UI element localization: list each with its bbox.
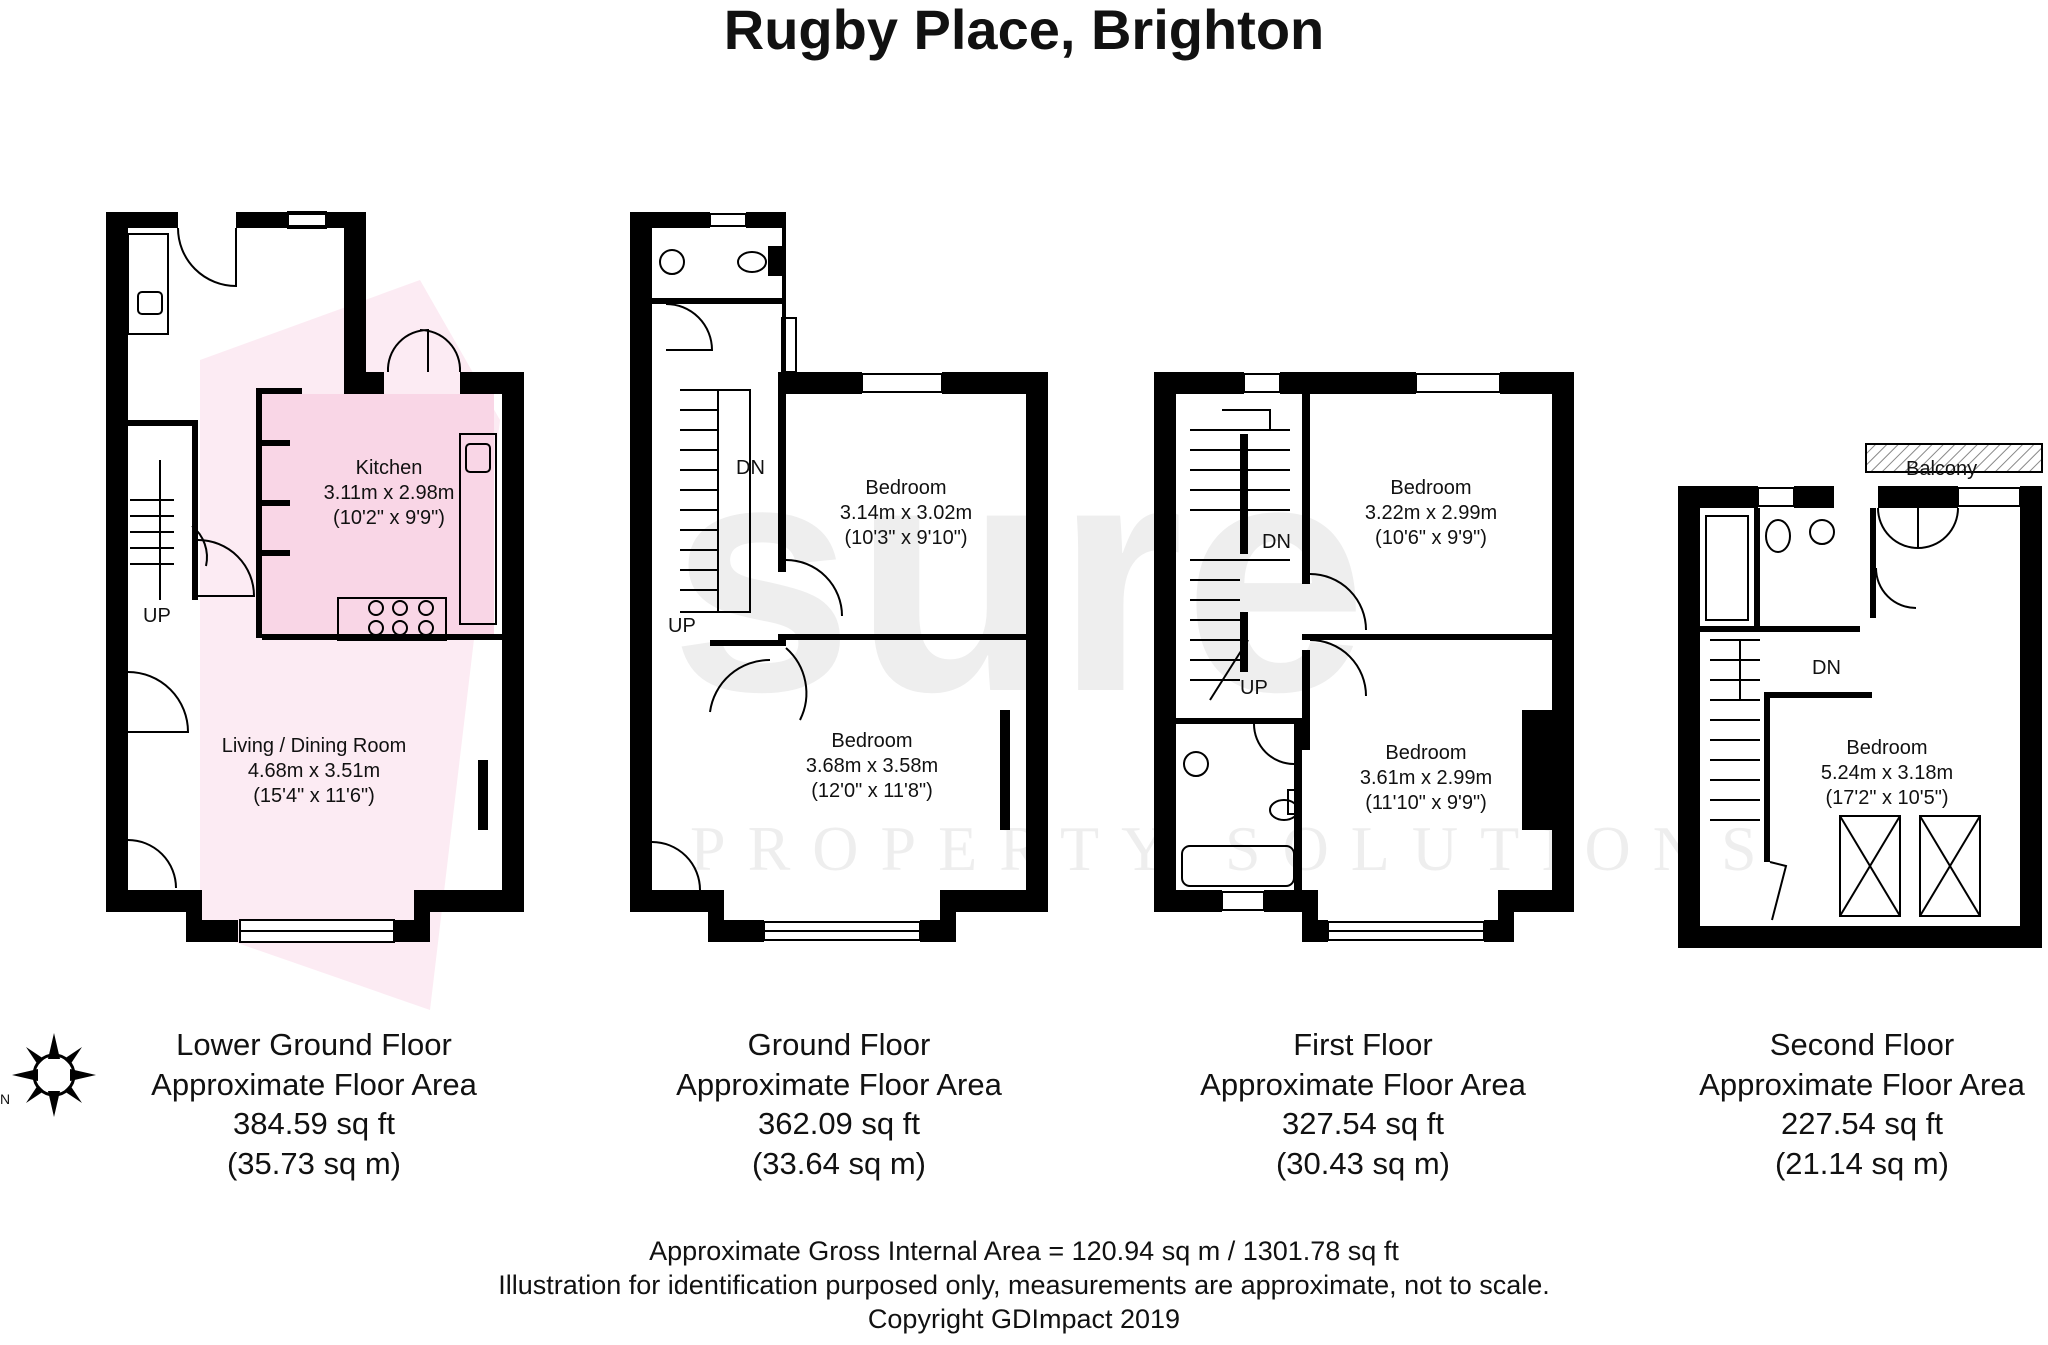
floor-name: First Floor xyxy=(1293,1027,1433,1062)
floor-name: Ground Floor xyxy=(747,1027,931,1062)
floor-area-label: Approximate Floor Area xyxy=(1200,1066,1526,1102)
room-name: Bedroom xyxy=(1390,477,1472,499)
room-imperial: (10'6" x 9'9") xyxy=(1375,527,1487,549)
floor-summary-lower-ground: Lower Ground Floor Approximate Floor Are… xyxy=(114,1025,514,1183)
svg-text:PROPERTY SOLUTIONS: PROPERTY SOLUTIONS xyxy=(690,813,1779,884)
second-floor-fixtures xyxy=(1705,443,2043,921)
floor-name: Second Floor xyxy=(1769,1027,1955,1062)
floor-area-label: Approximate Floor Area xyxy=(1699,1066,2025,1102)
floor-area-sqft: 362.09 sq ft xyxy=(757,1106,920,1141)
floor-area-sqm: (21.14 sq m) xyxy=(1774,1145,1949,1181)
svg-text:sure: sure xyxy=(670,391,1367,760)
second-floor-plan xyxy=(1678,486,2042,948)
room-label-kitchen: Kitchen 3.11m x 2.98m (10'2" x 9'9") xyxy=(324,456,455,531)
floor-area-label: Approximate Floor Area xyxy=(676,1066,1002,1102)
room-metric: 3.14m x 3.02m xyxy=(839,502,973,524)
floor-area-sqft: 327.54 sq ft xyxy=(1281,1106,1444,1141)
stair-label-up: UP xyxy=(668,615,696,637)
room-name: Living / Dining Room xyxy=(221,735,407,757)
room-metric: 3.11m x 2.98m xyxy=(323,482,455,504)
disclaimer-text: Illustration for identification purposed… xyxy=(498,1270,1550,1300)
floor-area-sqm: (33.64 sq m) xyxy=(751,1145,926,1181)
ground-floor-plan xyxy=(630,212,1048,942)
room-name: Kitchen xyxy=(355,457,423,479)
floor-area-sqft: 227.54 sq ft xyxy=(1780,1106,1943,1141)
page-title: Rugby Place, Brighton xyxy=(723,0,1325,61)
floor-name: Lower Ground Floor xyxy=(176,1027,452,1062)
balcony-label: Balcony xyxy=(1906,458,1978,480)
room-metric: 3.61m x 2.99m xyxy=(1359,767,1493,789)
room-name: Bedroom xyxy=(831,730,913,752)
stair-label-dn: DN xyxy=(736,457,765,479)
room-metric: 3.68m x 3.58m xyxy=(805,755,939,777)
room-imperial: (15'4" x 11'6") xyxy=(253,785,375,807)
room-imperial: (12'0" x 11'8") xyxy=(811,780,933,802)
room-imperial: (17'2" x 10'5") xyxy=(1825,787,1949,809)
stair-label-dn: DN xyxy=(1812,657,1841,679)
room-imperial: (10'2" x 9'9") xyxy=(333,507,445,529)
stair-label-up: UP xyxy=(1240,677,1268,699)
room-name: Bedroom xyxy=(1846,737,1928,759)
room-label-bedroom-first-front: Bedroom 3.61m x 2.99m (11'10" x 9'9") xyxy=(1360,741,1492,816)
room-imperial: (10'3" x 9'10") xyxy=(844,527,968,549)
room-label-bedroom-first-rear: Bedroom 3.22m x 2.99m (10'6" x 9'9") xyxy=(1365,476,1497,551)
floor-area-label: Approximate Floor Area xyxy=(151,1066,477,1102)
gross-area-text: Approximate Gross Internal Area = 120.94… xyxy=(649,1236,1399,1266)
lower-ground-floor-plan xyxy=(106,212,524,942)
ground-floor-fixtures xyxy=(651,213,943,941)
floor-area-sqm: (35.73 sq m) xyxy=(226,1145,401,1181)
compass-icon xyxy=(12,1033,96,1117)
floor-summary-ground: Ground Floor Approximate Floor Area 362.… xyxy=(639,1025,1039,1183)
room-metric: 3.22m x 2.99m xyxy=(1364,502,1498,524)
room-name: Bedroom xyxy=(865,477,947,499)
floor-summary-second: Second Floor Approximate Floor Area 227.… xyxy=(1662,1025,2048,1183)
room-label-bedroom-second: Bedroom 5.24m x 3.18m (17'2" x 10'5") xyxy=(1821,736,1953,811)
room-metric: 5.24m x 3.18m xyxy=(1820,762,1954,784)
floor-summary-first: First Floor Approximate Floor Area 327.5… xyxy=(1163,1025,1563,1183)
room-imperial: (11'10" x 9'9") xyxy=(1365,792,1487,814)
room-metric: 4.68m x 3.51m xyxy=(247,760,381,782)
room-name: Bedroom xyxy=(1385,742,1467,764)
floor-area-sqft: 384.59 sq ft xyxy=(232,1106,395,1141)
stair-label-dn: DN xyxy=(1262,531,1291,553)
copyright-text: Copyright GDImpact 2019 xyxy=(867,1304,1181,1334)
floor-area-sqm: (30.43 sq m) xyxy=(1275,1145,1450,1181)
room-label-living-dining: Living / Dining Room 4.68m x 3.51m (15'4… xyxy=(222,734,407,809)
stair-label-up: UP xyxy=(143,605,171,627)
first-floor-fixtures xyxy=(1181,373,1501,941)
lower-ground-fixtures xyxy=(127,211,497,943)
room-label-bedroom-ground-front: Bedroom 3.68m x 3.58m (12'0" x 11'8") xyxy=(806,729,938,804)
first-floor-plan xyxy=(1154,372,1574,942)
compass-north-label: N xyxy=(0,1091,11,1107)
room-label-bedroom-ground-rear: Bedroom 3.14m x 3.02m (10'3" x 9'10") xyxy=(840,476,972,551)
